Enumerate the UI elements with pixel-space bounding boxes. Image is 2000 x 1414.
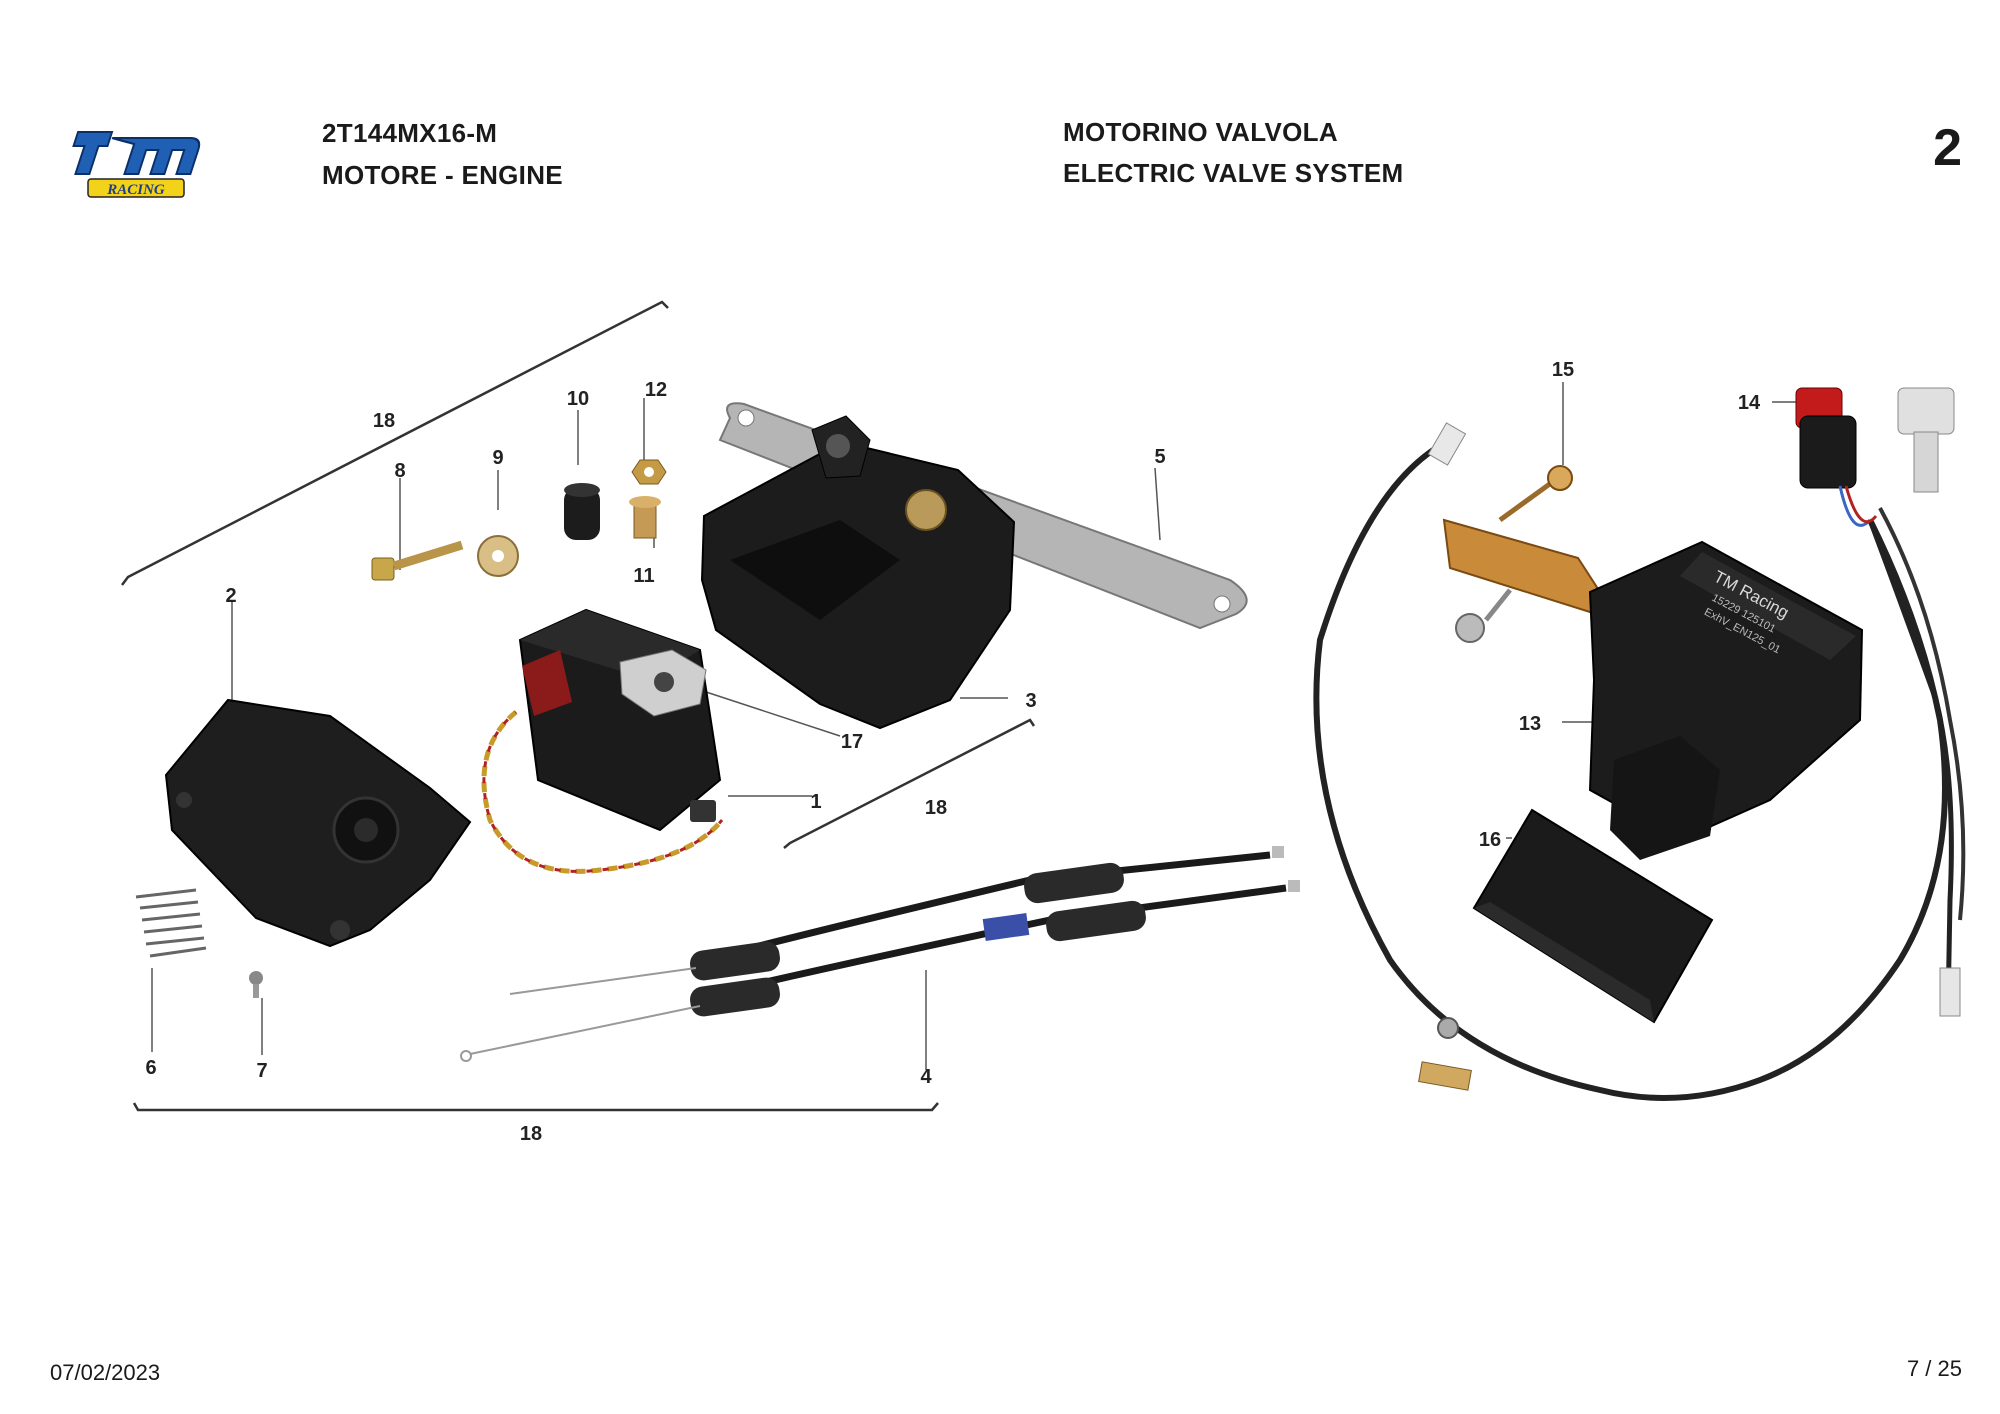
part-6-screws <box>135 888 207 958</box>
part-14-wiring-harness <box>1313 387 1966 1101</box>
callout-14: 14 <box>1738 392 1761 414</box>
callout-2: 2 <box>225 585 236 607</box>
part-1-servo <box>518 608 722 832</box>
callout-4: 4 <box>920 1066 932 1088</box>
callout-17: 17 <box>841 731 863 753</box>
section-title-italian: MOTORINO VALVOLA <box>1063 117 1338 147</box>
section-title-english: ELECTRIC VALVE SYSTEM <box>1063 158 1404 188</box>
callout-9: 9 <box>492 447 503 469</box>
servo-cable <box>481 710 724 874</box>
part-12-nut <box>631 459 667 485</box>
page-counter: 7 / 25 <box>1906 1356 1962 1381</box>
callout-8: 8 <box>394 460 405 482</box>
part-11-bushing <box>629 496 661 539</box>
callout-18-bottom: 18 <box>520 1123 542 1145</box>
logo-racing-text: RACING <box>106 182 165 198</box>
engine-group-title: MOTORE - ENGINE <box>322 160 563 190</box>
part-7-screw <box>249 971 263 998</box>
group-18-brackets <box>121 300 1036 1112</box>
callout-16: 16 <box>1479 829 1501 851</box>
part-13-ecu: TM Racing 15229 125101 ExhV_EN125_01 <box>1588 540 1864 860</box>
model-code: 2T144MX16-M <box>322 118 498 148</box>
callout-7: 7 <box>256 1060 267 1082</box>
callout-6: 6 <box>145 1057 156 1079</box>
callout-18-top: 18 <box>373 410 395 432</box>
callout-11: 11 <box>633 565 654 587</box>
tm-racing-logo: RACING <box>72 131 201 198</box>
leader-lines <box>151 382 1808 1070</box>
callout-12: 12 <box>645 379 667 401</box>
table-number: 2 <box>1933 119 1962 177</box>
callout-18-mid: 18 <box>925 797 947 819</box>
callout-15: 15 <box>1552 359 1574 381</box>
callout-13: 13 <box>1519 713 1541 735</box>
part-10-grommet <box>564 483 600 540</box>
part-9-washer <box>477 535 519 577</box>
part-16-rubber-cover <box>1472 808 1714 1024</box>
callout-1: 1 <box>810 791 821 813</box>
part-15-sensor-bracket <box>1442 465 1602 643</box>
callout-numbers: 1 2 3 4 5 6 7 8 9 10 11 12 13 14 15 16 1… <box>145 359 1761 1145</box>
document-date: 07/02/2023 <box>50 1360 161 1385</box>
part-3-housing <box>700 415 1016 730</box>
part-8-bolt <box>371 540 464 581</box>
part-2-cover <box>164 698 472 948</box>
callout-10: 10 <box>567 388 589 410</box>
part-4-cables <box>460 846 1300 1062</box>
callout-3: 3 <box>1025 690 1036 712</box>
callout-5: 5 <box>1154 446 1165 468</box>
